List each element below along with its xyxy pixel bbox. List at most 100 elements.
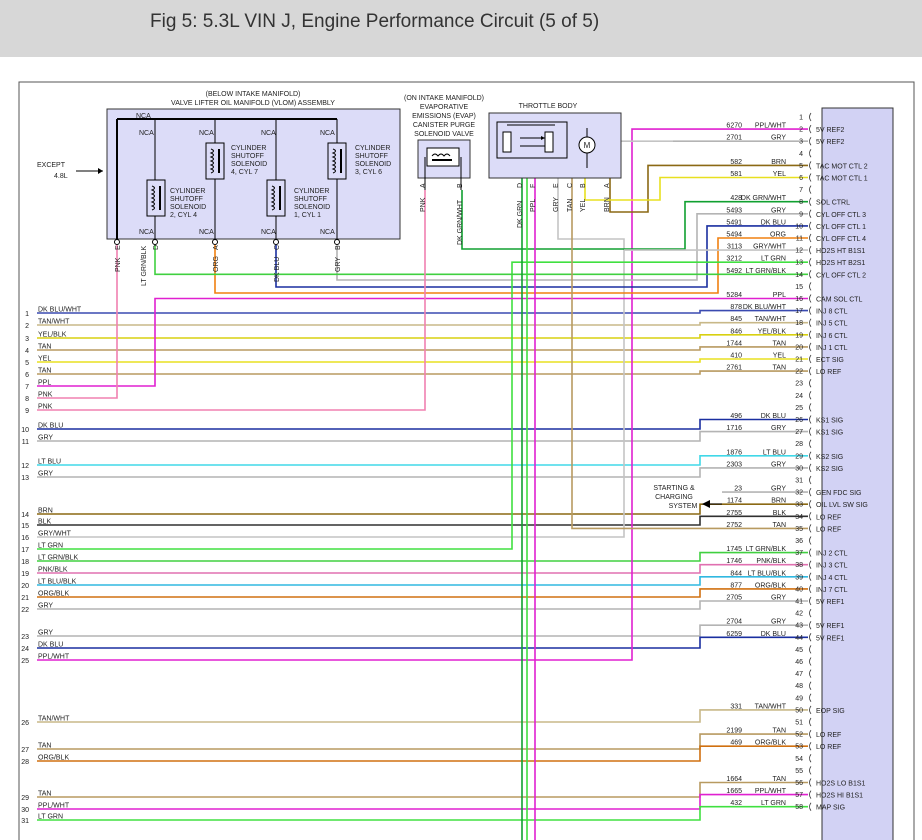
pcm-circuit-number: 2705 xyxy=(726,595,742,602)
vlom-nca-4: NCA xyxy=(320,130,335,137)
svg-text:D: D xyxy=(517,183,524,188)
pcm-wire-color: LT GRN xyxy=(761,256,786,263)
pcm-pin-number: 31 xyxy=(795,478,803,485)
wire-tan xyxy=(37,781,808,798)
solenoid-1-cyl-1: CYLINDER SHUTOFF SOLENOID 1, CYL 1 xyxy=(266,179,330,219)
vlom-box xyxy=(106,108,401,240)
pcm-circuit-number: 845 xyxy=(730,316,742,323)
pcm-connector xyxy=(821,107,894,840)
pcm-pin-number: 32 xyxy=(795,490,803,497)
pcm-circuit-number: 5494 xyxy=(726,232,742,239)
pcm-pin-function: TAC MOT CTL 2 xyxy=(816,163,868,170)
pcm-wire-color: YEL xyxy=(773,171,786,178)
left-wire-color: DK BLU xyxy=(38,423,63,430)
pcm-circuit-number: 844 xyxy=(730,570,742,577)
pcm-pin-function: 5V REF2 xyxy=(816,127,845,134)
pcm-wire-color: YEL xyxy=(773,353,786,360)
svg-text:TAN: TAN xyxy=(567,199,574,212)
pcm-pin-function: CYL OFF CTL 2 xyxy=(816,272,866,279)
left-wire-number: 19 xyxy=(21,571,29,578)
solenoid-4-cyl-7: CYLINDER SHUTOFF SOLENOID 4, CYL 7 xyxy=(205,142,267,180)
vlom-nca-1: NCA xyxy=(139,130,154,137)
pcm-pin-number: 55 xyxy=(795,768,803,775)
pcm-pin-number: 1 xyxy=(799,115,803,122)
left-wire-color: PNK xyxy=(38,404,53,411)
left-wire-color: GRY xyxy=(38,471,53,478)
left-wire-color: TAN xyxy=(38,791,51,798)
left-wire-number: 12 xyxy=(21,463,29,470)
pcm-wire-color: DK BLU/WHT xyxy=(743,304,787,311)
pcm-circuit-number: 432 xyxy=(730,800,742,807)
pcm-pin-function: ECT SIG xyxy=(816,357,844,364)
wire-tac-mot-1 xyxy=(584,176,808,201)
diagram-frame xyxy=(18,81,915,840)
pcm-pin-function: LO REF xyxy=(816,732,841,739)
pcm-pin-function: HO2S HI B1S1 xyxy=(816,793,863,800)
pcm-pin-number: 19 xyxy=(795,332,803,339)
vlom-assembly: (BELOW INTAKE MANIFOLD) VALVE LIFTER OIL… xyxy=(106,91,401,286)
pcm-pin-number: 30 xyxy=(795,465,803,472)
vlom-title-line2: VALVE LIFTER OIL MANIFOLD (VLOM) ASSEMBL… xyxy=(171,100,335,107)
svg-text:E: E xyxy=(553,183,560,188)
pcm-wire-color: GRY xyxy=(771,595,786,602)
pcm-circuit-number: 5493 xyxy=(726,207,742,214)
pcm-pin-number: 12 xyxy=(795,248,803,255)
left-wire-number: 17 xyxy=(21,547,29,554)
pcm-pin-function: HO2S HT B2S1 xyxy=(816,260,865,267)
svg-text:A: A xyxy=(213,245,220,250)
pcm-pin-number: 17 xyxy=(795,308,803,315)
pcm-wire-color: PNK/BLK xyxy=(756,558,786,565)
pcm-circuit-number: 1664 xyxy=(726,776,742,783)
left-wire-number: 10 xyxy=(21,427,29,434)
pcm-pin-number: 25 xyxy=(795,405,803,412)
pcm-circuit-number: 5491 xyxy=(726,219,742,226)
pcm-circuit-number: 1746 xyxy=(726,558,742,565)
pcm-circuit-number: 878 xyxy=(730,304,742,311)
pcm-circuit-number: 1174 xyxy=(727,498,742,505)
except-label-line1: EXCEPT xyxy=(37,162,66,169)
wire-ppl-wht xyxy=(37,793,808,810)
pcm-pin-function: KS1 SIG xyxy=(816,430,843,437)
pcm-pin-number: 4 xyxy=(799,151,803,158)
wire-tan xyxy=(37,733,808,750)
pcm-circuit-number: 2704 xyxy=(726,619,742,626)
left-wire-color: YEL/BLK xyxy=(38,332,67,339)
svg-text:SOLENOID: SOLENOID xyxy=(231,161,267,168)
left-wire-number: 3 xyxy=(25,336,29,343)
svg-text:4, CYL 7: 4, CYL 7 xyxy=(231,169,258,176)
pcm-pin-number: 53 xyxy=(795,744,803,751)
left-wire-labels: 1DK BLU/WHT2TAN/WHT3YEL/BLK4TAN5YEL6TAN7… xyxy=(21,307,82,826)
pcm-circuit-number: 1876 xyxy=(726,449,742,456)
pcm-circuit-number: 3113 xyxy=(727,244,742,251)
wire-yel xyxy=(37,358,808,363)
pcm-pin-number: 46 xyxy=(795,659,803,666)
pcm-wire-color: TAN xyxy=(773,340,786,347)
pcm-pin-function: INJ 7 CTL xyxy=(816,587,848,594)
pcm-pin-number: 42 xyxy=(795,611,803,618)
pcm-circuit-number: 5492 xyxy=(726,268,742,275)
pcm-pin-function: CAM SOL CTL xyxy=(816,297,863,304)
left-wire-color: TAN xyxy=(38,743,51,750)
vlom-pin-ltgrnblk: LT GRN/BLK xyxy=(141,245,148,286)
svg-text:CYLINDER: CYLINDER xyxy=(355,145,390,152)
pcm-pin-number: 29 xyxy=(795,453,803,460)
pcm-circuit-number: 877 xyxy=(730,582,742,589)
left-wire-number: 11 xyxy=(22,439,29,446)
pcm-pin-number: 2 xyxy=(799,127,803,134)
left-wire-number: 25 xyxy=(21,658,29,665)
pcm-pin-function: CYL OFF CTL 4 xyxy=(816,236,866,243)
left-wire-color: LT BLU xyxy=(38,459,61,466)
left-wire-color: LT GRN xyxy=(38,543,63,550)
svg-text:B: B xyxy=(457,183,464,188)
pcm-wire-color: ORG/BLK xyxy=(755,740,786,747)
svg-text:DK GRN/WHT: DK GRN/WHT xyxy=(457,199,464,245)
svg-text:C: C xyxy=(274,245,281,250)
pcm-pin-number: 5 xyxy=(799,163,803,170)
vlom-nca-2: NCA xyxy=(199,130,214,137)
left-wire-color: ORG/BLK xyxy=(38,591,69,598)
pcm-circuit-number: 2303 xyxy=(726,461,742,468)
wire-layer xyxy=(37,128,808,840)
pcm-pin-function: INJ 1 CTL xyxy=(816,345,848,352)
pcm-pin-number: 7 xyxy=(799,187,803,194)
pcm-circuit-number: 23 xyxy=(734,486,742,493)
